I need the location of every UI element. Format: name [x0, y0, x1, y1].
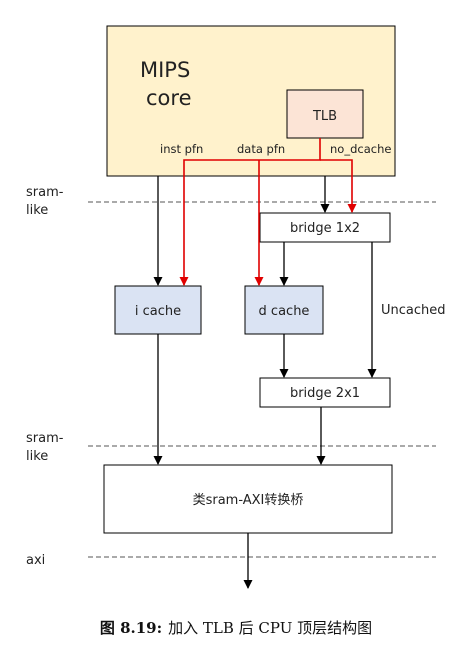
- sram-axi-converter-box: [103, 464, 393, 534]
- figure-caption: 图 8.19: 加入 TLB 后 CPU 顶层结构图: [100, 619, 372, 637]
- mips-core-title-2: core: [146, 86, 192, 110]
- data-pfn-label: data pfn: [237, 142, 285, 156]
- icache-box: [114, 285, 202, 335]
- sram-like-label-1b: like: [26, 203, 48, 218]
- tlb-label: TLB: [312, 109, 337, 124]
- sram-axi-converter-label: 类sram-AXI转换桥: [193, 493, 304, 508]
- sram-like-label-1a: sram-: [26, 185, 64, 200]
- bridge-2x1-label: bridge 2x1: [290, 386, 360, 401]
- dcache-box: [244, 285, 324, 335]
- dcache-label: d cache: [259, 304, 310, 319]
- inst-pfn-red-arrow: [179, 138, 321, 286]
- inst-pfn-label: inst pfn: [160, 142, 203, 156]
- sram-like-label-2a: sram-: [26, 431, 64, 446]
- bridge-1x2-box: [259, 212, 391, 243]
- bridge-1x2-label: bridge 1x2: [290, 221, 360, 236]
- bridge-2x1-box: [259, 377, 391, 408]
- axi-label: axi: [26, 553, 45, 568]
- icache-label: i cache: [135, 304, 181, 319]
- figure-caption-text: 加入 TLB 后 CPU 顶层结构图: [168, 619, 372, 637]
- no-dcache-red-arrow: [320, 159, 357, 213]
- uncached-label: Uncached: [381, 303, 446, 318]
- sram-like-label-2b: like: [26, 449, 48, 464]
- figure-caption-label: 图 8.19:: [100, 619, 162, 637]
- tlb-box: [286, 89, 364, 139]
- mips-core-title-1: MIPS: [140, 58, 190, 82]
- no-dcache-label: no_dcache: [330, 142, 391, 156]
